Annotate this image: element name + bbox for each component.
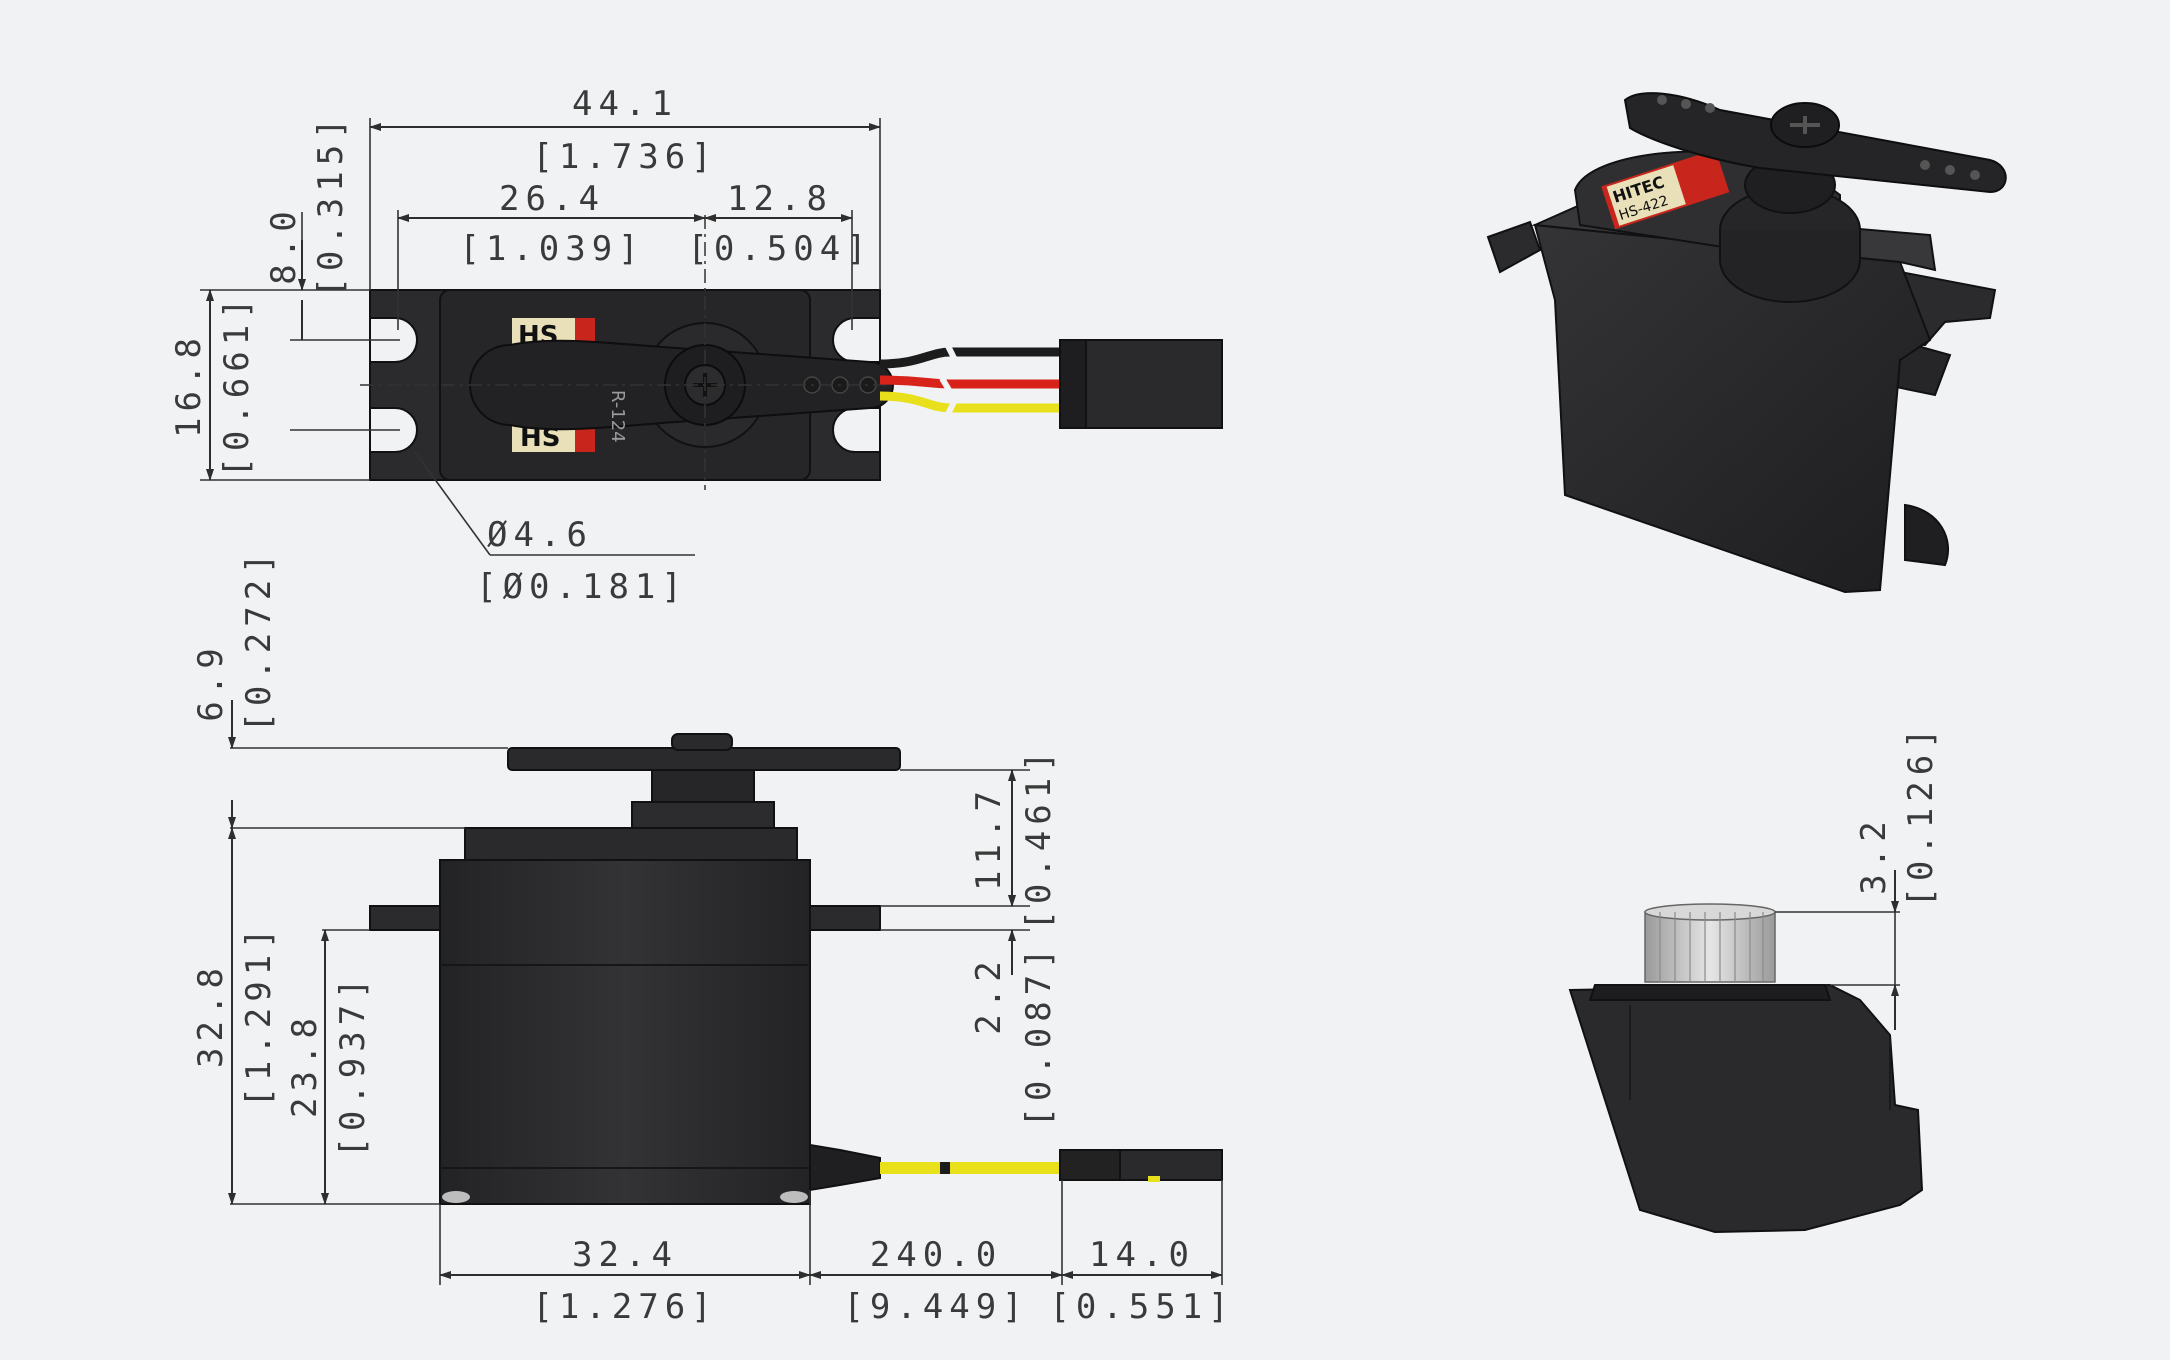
- side-view: 6.9 [0.272] 32.8 [1.291] 23.8 [0.937] 11…: [191, 547, 1234, 1327]
- dim-top-to-flange: 11.7: [969, 785, 1009, 891]
- side-body: [439, 859, 811, 1205]
- iso-horn-holes: [1657, 95, 1980, 180]
- dim-wire-length: 240.0: [870, 1235, 1002, 1275]
- dim-overall-width: 44.1: [572, 84, 678, 124]
- dim-top-to-flange-in: [0.461]: [1019, 745, 1059, 930]
- dim-width-in: [0.661]: [217, 292, 257, 477]
- horn-label: R-124: [607, 390, 628, 443]
- iso-screw-cross-icon: [1790, 116, 1820, 134]
- dim-hole-offset-in: [0.315]: [311, 112, 351, 297]
- dim-body-length: 32.4: [572, 1235, 678, 1275]
- spline-teeth: [1659, 912, 1764, 982]
- dim-overall-width-in: [1.736]: [532, 137, 717, 177]
- dim-hole-diameter-in: [Ø0.181]: [476, 567, 688, 607]
- dim-flange-thickness: 2.2: [969, 955, 1009, 1034]
- dim-hole-diameter: Ø4.6: [487, 515, 593, 555]
- dim-connector-length-in: [0.551]: [1049, 1287, 1234, 1327]
- dim-horn-height-in: [0.272]: [239, 547, 279, 732]
- dim-hole-to-shaft: 26.4: [499, 179, 605, 219]
- dim-connector-length: 14.0: [1089, 1235, 1195, 1275]
- dim-total-height-in: [1.291]: [239, 922, 279, 1107]
- output-spline: [1644, 911, 1776, 983]
- dim-total-height: 32.8: [191, 962, 231, 1068]
- dim-hole-to-shaft-in: [1.039]: [459, 229, 644, 269]
- dim-horn-height: 6.9: [191, 642, 231, 721]
- iso-label: HITEC HS-422: [1601, 149, 1730, 230]
- iso-view: HITEC HS-422: [1486, 92, 2007, 594]
- side-horn: [507, 747, 901, 771]
- top-view: HS HS R-124: [169, 84, 1223, 607]
- dim-spline-height-in: [0.126]: [1901, 722, 1941, 907]
- top-wires: [879, 338, 1062, 422]
- dim-wire-length-in: [9.449]: [843, 1287, 1028, 1327]
- spline-housing: [1568, 983, 1924, 1234]
- dim-spline-height: 3.2: [1854, 815, 1894, 894]
- dim-flange-height-in: [0.937]: [333, 972, 373, 1157]
- dim-hole-offset: 8.0: [264, 205, 304, 284]
- dim-shaft-to-hole: 12.8: [727, 179, 833, 219]
- dim-width: 16.8: [169, 332, 209, 438]
- iso-body: [1533, 223, 1932, 594]
- spline-view: 3.2 [0.126]: [1568, 722, 1941, 1234]
- dim-flange-height: 23.8: [285, 1012, 325, 1118]
- dim-body-length-in: [1.276]: [532, 1287, 717, 1327]
- dim-flange-thickness-in: [0.087]: [1019, 942, 1059, 1127]
- dim-shaft-to-hole-in: [0.504]: [687, 229, 872, 269]
